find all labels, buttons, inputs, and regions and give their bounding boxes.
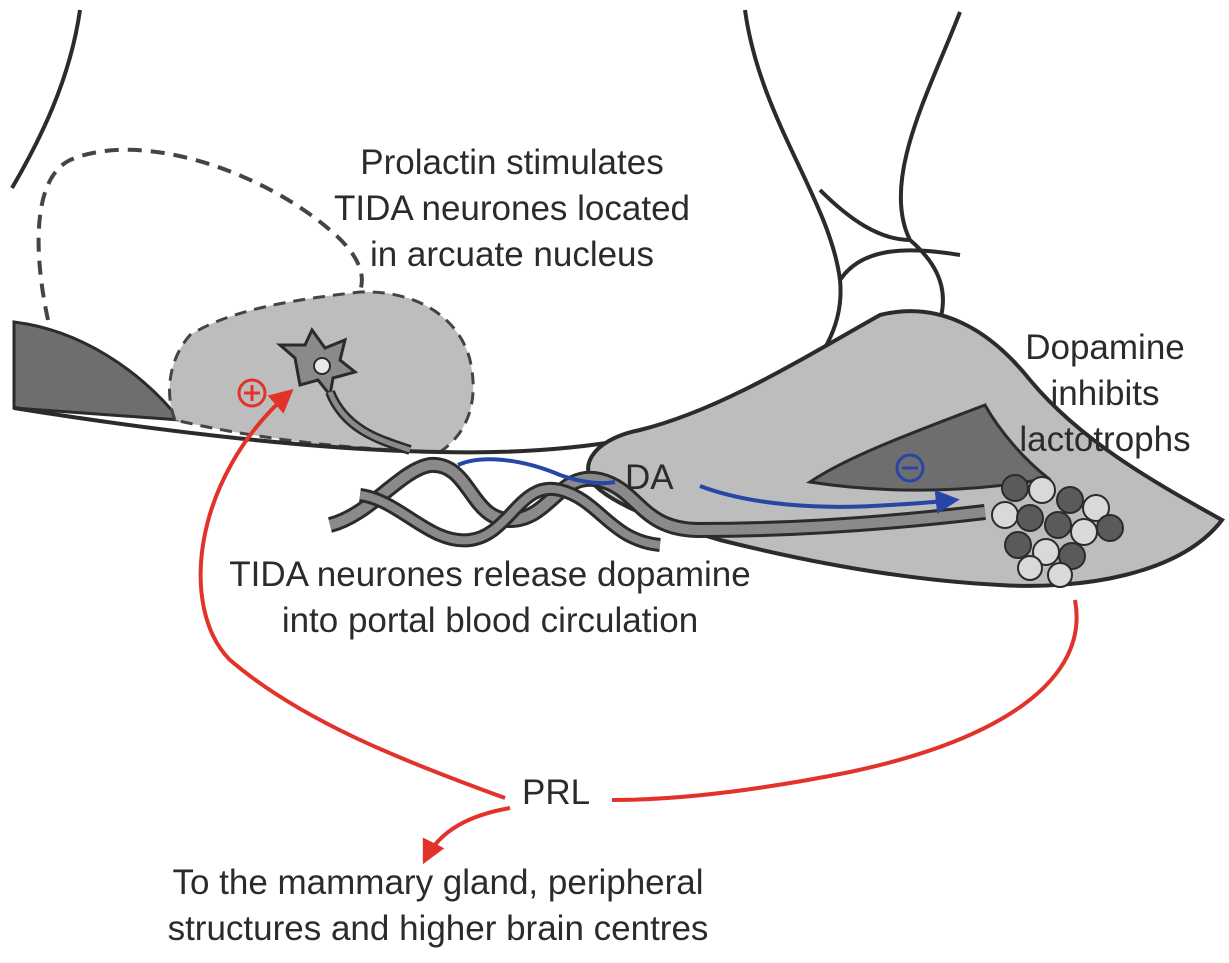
label-line: lactotrophs	[990, 417, 1220, 463]
label-line: Dopamine	[990, 325, 1220, 371]
label-tida-release: TIDA neurones release dopamine into port…	[205, 552, 775, 644]
label-line: structures and higher brain centres	[118, 906, 758, 952]
label-line: To the mammary gland, peripheral	[118, 860, 758, 906]
label-line: inhibits	[990, 371, 1220, 417]
label-dopamine-inhibits: Dopamine inhibits lactotrophs	[990, 325, 1220, 463]
label-prl: PRL	[522, 770, 590, 816]
label-line: TIDA neurones located	[302, 186, 722, 232]
stalk-branch	[820, 190, 960, 280]
label-line: Prolactin stimulates	[302, 140, 722, 186]
label-to-mammary: To the mammary gland, peripheral structu…	[118, 860, 758, 952]
prl-to-mammary-arrow	[425, 808, 510, 860]
label-prolactin-stimulates: Prolactin stimulates TIDA neurones locat…	[302, 140, 722, 278]
label-line: TIDA neurones release dopamine	[205, 552, 775, 598]
label-line: into portal blood circulation	[205, 598, 775, 644]
label-da: DA	[625, 455, 674, 501]
dark-tissue-left	[14, 322, 180, 420]
label-line: in arcuate nucleus	[302, 232, 722, 278]
